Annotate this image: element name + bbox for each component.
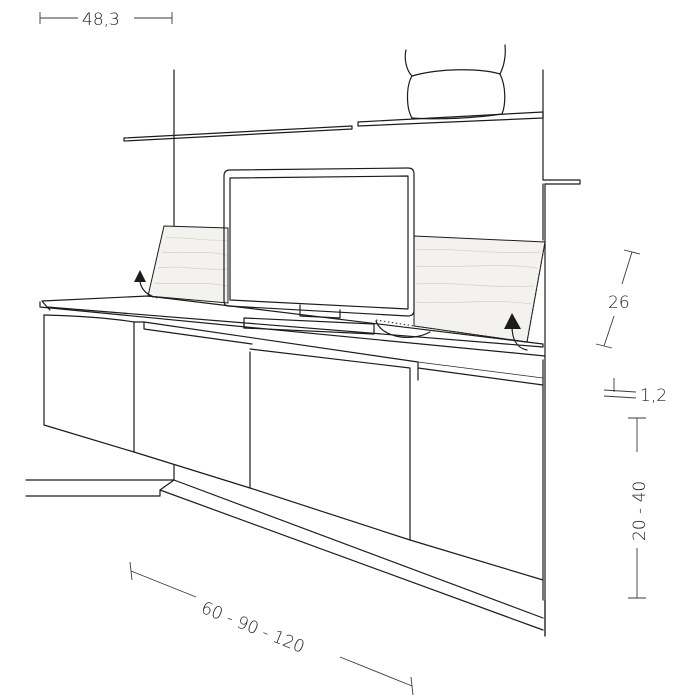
arrow-up-icon <box>504 313 521 329</box>
cable <box>375 320 431 338</box>
depth-label: 48,3 <box>82 10 120 30</box>
cushion <box>404 44 506 120</box>
back-panel-left <box>147 225 229 304</box>
mount-height-dimension: 20 - 40 <box>628 417 650 599</box>
floor-lines <box>25 464 544 631</box>
depth-dimension: 48,3 <box>39 10 173 30</box>
top-thickness-label: 1,2 <box>640 386 667 406</box>
width-label: 60 - 90 - 120 <box>198 598 307 658</box>
wall-lines <box>173 69 581 637</box>
mount-height-label: 20 - 40 <box>630 481 650 541</box>
slide-arrows <box>134 270 528 351</box>
arrow-up-icon <box>134 270 146 282</box>
width-dimension: 60 - 90 - 120 <box>129 561 414 696</box>
top-thickness-dimension: 1,2 <box>603 378 667 406</box>
panel-height-label: 26 <box>608 293 630 313</box>
sideboard-cabinet <box>43 314 544 581</box>
sideboard-top <box>39 295 546 357</box>
wall-shelves <box>123 111 544 142</box>
back-panel-right <box>375 235 546 343</box>
panel-height-dimension: 26 <box>595 249 641 349</box>
